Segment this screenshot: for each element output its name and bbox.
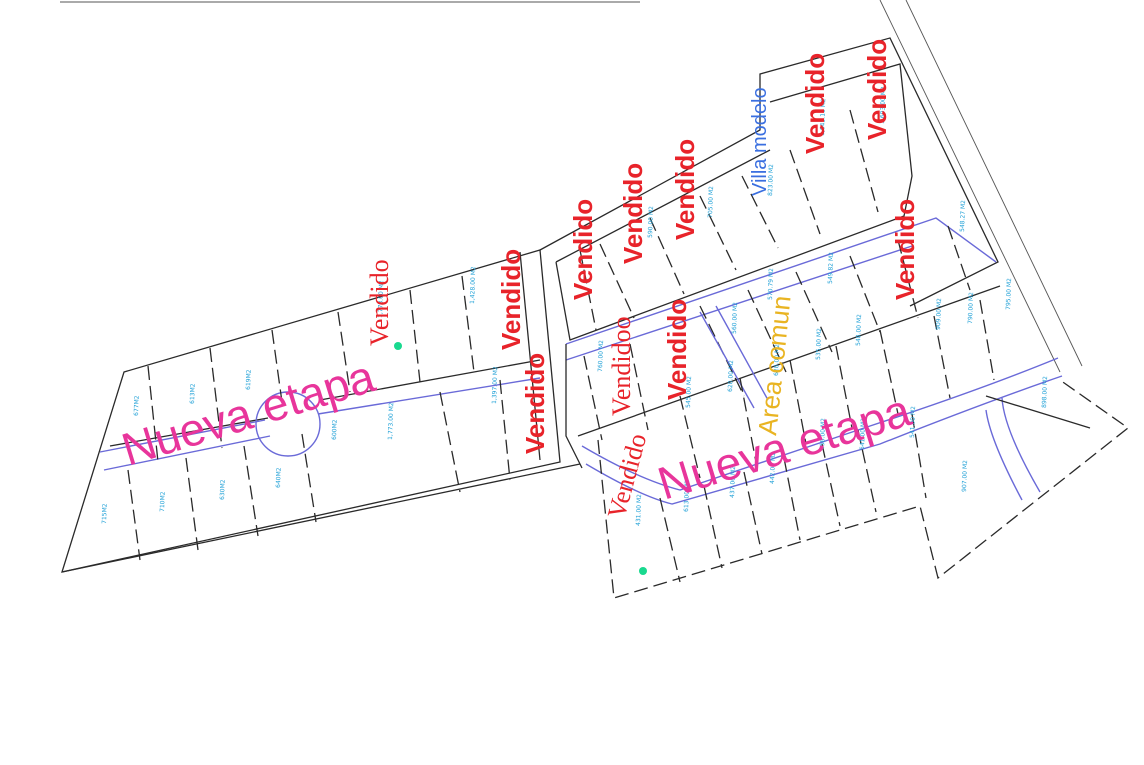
- lot-area: 549.82 M2: [827, 252, 835, 284]
- ne-boundary: [539, 37, 999, 307]
- lot-area: 907.00 M2: [961, 460, 969, 492]
- vendido-label: Vendido: [365, 259, 394, 346]
- lot-area: 620.00 M2: [727, 360, 735, 392]
- west-road-top: [109, 417, 269, 447]
- vendido-label: Vendido: [618, 163, 648, 264]
- lot-area: 613M2: [189, 383, 197, 404]
- lot-area: 620.00 M2: [773, 344, 781, 376]
- se-outer-boundary: [597, 379, 1130, 599]
- lot-area: 442.00 M2: [769, 452, 777, 484]
- lot-area: 760.00 M2: [597, 340, 605, 372]
- se-diagonal-road: [699, 305, 769, 409]
- ne-road-a: [565, 217, 997, 345]
- lot-area: 790.00 M2: [967, 292, 975, 324]
- west-road-bottom: [319, 359, 541, 401]
- lot-area: 619M2: [245, 369, 253, 390]
- lot-area: 590.00 M2: [647, 206, 655, 238]
- lot-area: 640M2: [275, 467, 283, 488]
- lot-area: 535.00 M2: [815, 328, 823, 360]
- lot-area: 431.00 M2: [635, 494, 643, 526]
- lot-area: 705.00 M2: [707, 186, 715, 218]
- se-large-lot: [985, 395, 1091, 429]
- vendido-label: Vendido: [568, 199, 598, 300]
- south-east-section: [565, 285, 1130, 599]
- ne-inner-road: [555, 63, 913, 341]
- west-road: [99, 377, 541, 471]
- lot-area: 458.00 M2: [819, 418, 827, 450]
- vendido-label: Vendido: [520, 353, 550, 454]
- vendido-label: Vendido: [496, 249, 526, 350]
- lot-area: 1,397.00 M2: [491, 366, 499, 404]
- lot-area: 710M2: [159, 491, 167, 512]
- villa-modelo-label: Villa modelo: [749, 87, 771, 196]
- lot-area: 437.00 M2: [729, 466, 737, 498]
- lot-area: 548.27 M2: [959, 200, 967, 232]
- location-marker: [639, 567, 647, 575]
- lot-area: 570.79 M2: [767, 268, 775, 300]
- ne-lot-dividers: [579, 109, 879, 331]
- lot-area: 613.00 M2: [683, 480, 691, 512]
- vendido-label: Vendido: [602, 430, 652, 521]
- se-road-curve: [581, 357, 1059, 491]
- lot-area: 677M2: [133, 395, 141, 416]
- east-access-road-a: [879, 0, 1061, 373]
- lot-area: 541.00 M2: [909, 406, 917, 438]
- lot-area: 1,428.00 M2: [469, 266, 477, 304]
- lot-area: 1,603.00 M2: [879, 86, 887, 124]
- area-labels: 1,773.00 M2 1,773.00 M2 1,428.00 M2 1,39…: [101, 86, 1049, 526]
- west-inner-right: [519, 251, 541, 461]
- vendido-label: Vendido: [800, 53, 830, 154]
- west-section: [61, 249, 581, 573]
- lot-area: 560.00 M2: [731, 302, 739, 334]
- location-marker: [394, 342, 402, 350]
- west-lot-dividers-bottom: [127, 379, 511, 561]
- lot-area: 1,773.00 M2: [387, 402, 395, 440]
- east-access-road-b: [905, 0, 1083, 367]
- vendido-label: Vendido: [662, 299, 692, 400]
- vendido-label: Vendido: [890, 199, 920, 300]
- lot-area: 795.00 M2: [1005, 278, 1013, 310]
- vendido-label: Vendido: [670, 139, 700, 240]
- area-comun-label: Area comun: [752, 294, 796, 437]
- lot-area: 600M2: [331, 419, 339, 440]
- lot-area: 1,773.00 M2: [377, 280, 385, 318]
- vendido-label: Vendidoo: [607, 316, 636, 416]
- west-cul-de-sac: [255, 391, 321, 457]
- ne-road-b: [565, 245, 913, 361]
- lot-area: 541.00 M2: [859, 418, 867, 450]
- lot-area: 545.00 M2: [685, 376, 693, 408]
- se-branch: [985, 397, 1041, 501]
- lot-area: 548.00 M2: [855, 314, 863, 346]
- se-boundary: [565, 344, 583, 469]
- lot-area: 898.00 M2: [1041, 376, 1049, 408]
- west-boundary: [61, 249, 561, 573]
- lot-area: 823.00 M2: [767, 164, 775, 196]
- lot-area: 1,645.16 M2: [819, 98, 827, 136]
- west-bottom-line: [61, 463, 581, 573]
- lot-area: 909.00 M2: [935, 298, 943, 330]
- vendido-label: Vendido: [862, 39, 892, 140]
- lot-area: 630M2: [219, 479, 227, 500]
- se-road-curve-b: [585, 375, 1063, 505]
- lot-area: 715M2: [101, 503, 109, 524]
- se-lot-dividers: [583, 299, 995, 583]
- nueva-etapa-label-west: Nueva etapa: [116, 349, 381, 475]
- north-east-section: [539, 0, 1083, 397]
- se-mid-road: [577, 285, 1001, 437]
- west-lot-dividers-top: [147, 275, 475, 463]
